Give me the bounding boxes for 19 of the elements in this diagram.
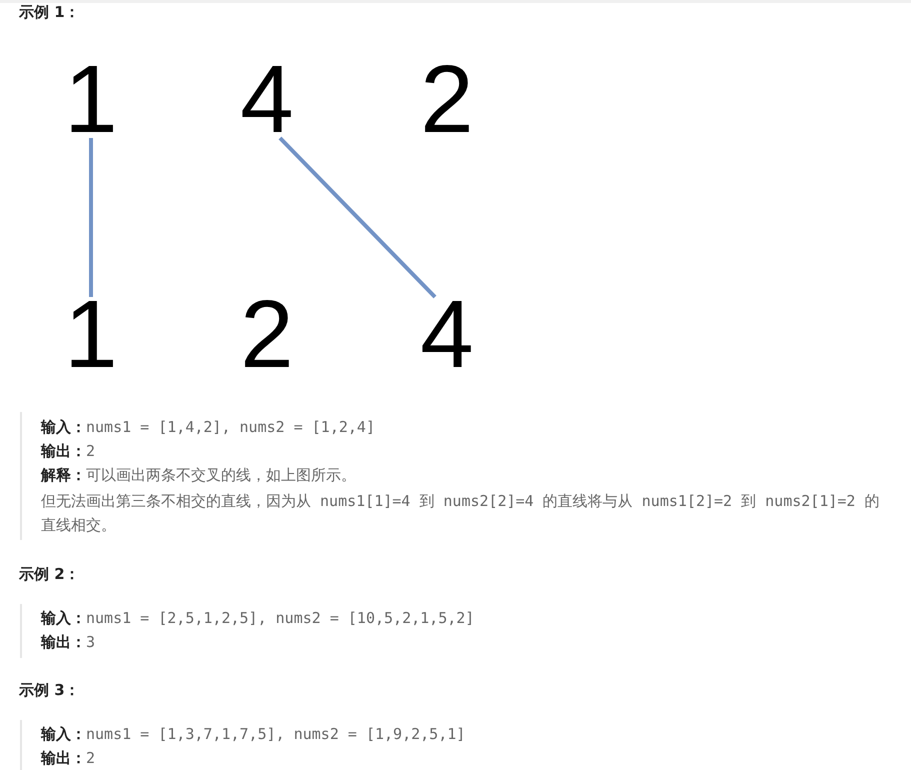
explanation-text: 但无法画出第三条不相交的直线，因为从 nums1[1]=4 到 nums2[2]=4 的直线将与从 nums1[2]=2 到 nums2[1]=2 的直线相交。 xyxy=(41,491,880,536)
number-label: 1 xyxy=(63,297,119,373)
example-heading: 示例 3： xyxy=(19,681,80,700)
number-label: 4 xyxy=(239,62,295,138)
input-line: 输入：nums1 = [2,5,1,2,5], nums2 = [10,5,2,1,5,2] xyxy=(41,608,474,629)
input-line: 输入：nums1 = [1,4,2], nums2 = [1,2,4] xyxy=(41,417,375,438)
explanation-text: 解释：可以画出两条不交叉的线，如上图所示。 xyxy=(41,465,356,486)
number-label: 2 xyxy=(239,297,295,373)
connecting-line xyxy=(278,136,436,298)
connecting-line xyxy=(89,138,93,297)
output-line: 输出：2 xyxy=(41,441,96,462)
output-line: 输出：2 xyxy=(41,748,96,769)
input-line: 输入：nums1 = [1,3,7,1,7,5], nums2 = [1,9,2,5,1] xyxy=(41,724,466,745)
number-label: 1 xyxy=(63,62,119,138)
example-heading: 示例 1： xyxy=(19,3,80,22)
example-heading: 示例 2： xyxy=(19,565,80,584)
number-label: 4 xyxy=(419,297,475,373)
number-label: 2 xyxy=(419,62,475,138)
output-line: 输出：3 xyxy=(41,632,96,653)
